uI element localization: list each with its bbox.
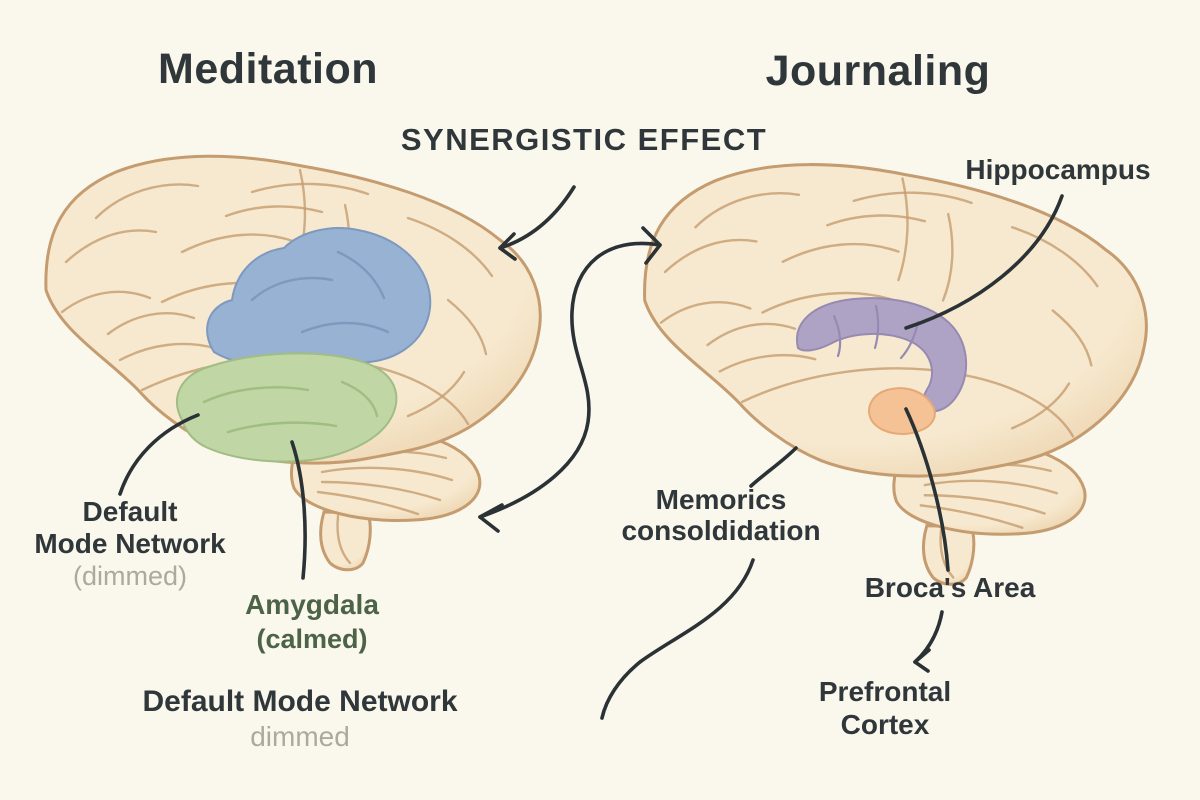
broca-region-highlight: [868, 387, 936, 435]
prefrontal-arrow: [913, 610, 944, 664]
dmn-dimmed-note: (dimmed): [72, 561, 188, 591]
memory-consolidation-label: Memorics consoldidation: [621, 484, 820, 546]
prefrontal-arrowhead: [913, 648, 931, 673]
hippocampus-label: Hippocampus: [965, 154, 1151, 185]
memory-label-line2: consoldidation: [621, 515, 821, 546]
amygdala-pointer-line: [290, 440, 307, 580]
memory-pointer-line: [749, 446, 798, 488]
amygdala-label-line1: Amygdala: [245, 589, 379, 620]
broca-pointer-line: [904, 407, 950, 572]
synergistic-effect-banner: SYNERGISTIC EFFECT: [400, 122, 768, 157]
hippocampus-pointer-line: [904, 194, 1064, 330]
memory-label-line1: Memorics: [655, 484, 787, 515]
dmn-left-label-line1: Default: [82, 496, 178, 527]
annotation-lines: [118, 185, 1064, 720]
memory-lower-line: [600, 558, 755, 720]
dmn-bottom-dimmed-note: dimmed: [250, 721, 350, 752]
synergy-s-arrowhead-right: [641, 226, 662, 265]
amygdala-calmed-note: (calmed): [256, 624, 368, 654]
synergy-s-arrow: [478, 241, 662, 519]
dmn-pointer-line: [118, 413, 200, 496]
dmn-bottom-label: Default Mode Network dimmed: [142, 684, 457, 754]
dmn-bottom-label-line1: Default Mode Network: [142, 685, 458, 718]
prefrontal-label-line2: Cortex: [840, 709, 930, 740]
synergy-left-arrowhead: [498, 232, 517, 261]
dmn-left-label: Default Mode Network (dimmed): [34, 496, 225, 592]
prefrontal-label-line1: Prefrontal: [818, 676, 952, 707]
prefrontal-cortex-label: Prefrontal Cortex: [819, 675, 951, 741]
journaling-title: Journaling: [765, 47, 991, 95]
synergy-s-arrowhead-left: [478, 503, 504, 533]
synergy-left-arrow: [498, 185, 576, 250]
amygdala-region-highlight: [176, 352, 398, 463]
dmn-region-highlight: [206, 227, 432, 366]
amygdala-label: Amygdala (calmed): [245, 588, 379, 656]
meditation-title: Meditation: [158, 45, 378, 93]
dmn-left-label-line2: Mode Network: [34, 528, 226, 559]
brocas-area-label: Broca's Area: [864, 572, 1036, 603]
